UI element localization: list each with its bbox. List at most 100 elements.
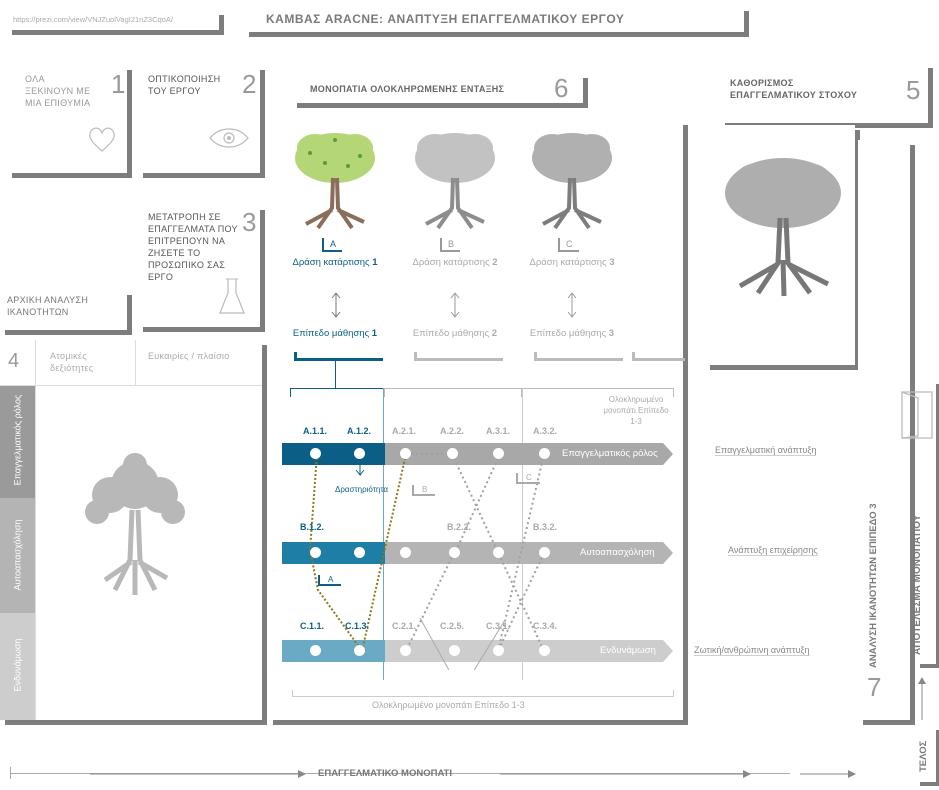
analysis-panel bbox=[858, 140, 910, 720]
node-a31[interactable] bbox=[493, 448, 504, 459]
result-text: ΑΠΟΤΕΛΕΣΜΑ ΜΟΝΟΠΑΤΙΟΥ bbox=[912, 514, 923, 655]
grid-row2-label: Αυτοαπασχόληση bbox=[12, 519, 23, 591]
tag-c-small: C bbox=[516, 473, 540, 484]
double-arrow-icon-b bbox=[450, 292, 460, 318]
integrated-top-label: Ολοκληρωμένο μονοπάτι Επίπεδο 1-3 bbox=[603, 395, 669, 426]
card-analysis-text: ΑΝΑΛΥΣΗ ΙΚΑΝΟΤΗΤΩΝ ΕΠΙΠΕΔΟ 3 bbox=[868, 503, 879, 668]
tree-icon-c bbox=[532, 133, 612, 230]
node-b21[interactable] bbox=[400, 547, 411, 558]
code-b12: B.1.2. bbox=[300, 522, 325, 532]
tree-a-tag[interactable]: A bbox=[322, 238, 343, 252]
node-c11[interactable] bbox=[310, 645, 321, 656]
card-paths-text: ΜΟΝΟΠΑΤΙΑ ΟΛΟΚΛΗΡΩΜΕΝΗΣ ΕΝΤΑΞΗΣ bbox=[310, 84, 505, 94]
double-arrow-icon-a bbox=[331, 292, 341, 318]
grid-row3-label: Ενδυνάμωση bbox=[12, 638, 23, 692]
tag-a-small: A bbox=[318, 575, 342, 586]
node-c34[interactable] bbox=[539, 645, 550, 656]
code-c25: C.2.5. bbox=[440, 621, 465, 631]
node-b31[interactable] bbox=[493, 547, 504, 558]
skills-grid: 4 Ατομικές δεξιότητες Ευκαιρίες / πλαίσι… bbox=[0, 340, 262, 720]
card-desire-num: 1 bbox=[111, 69, 126, 99]
code-a31: A.3.1. bbox=[486, 426, 511, 436]
url-text[interactable]: https://prezi.com/view/VNJZuolVagI21nZ3C… bbox=[13, 15, 173, 24]
node-a32[interactable] bbox=[539, 448, 550, 459]
tree-a-action: Δράση κατάρτισης 1 bbox=[292, 257, 378, 268]
node-a12[interactable] bbox=[354, 448, 365, 459]
tree-icon-grid bbox=[85, 453, 185, 595]
node-b13[interactable] bbox=[354, 547, 365, 558]
code-c31: C.3.1. bbox=[486, 621, 511, 631]
tag-b-small: B bbox=[412, 485, 436, 496]
code-a21: A.2.1. bbox=[392, 426, 417, 436]
card-goal-num: 5 bbox=[906, 75, 921, 105]
grid-row1-label: Επαγγελματικός ρόλος bbox=[12, 394, 23, 486]
card-transform-text: ΜΕΤΑΤΡΟΠΗ ΣΕ ΕΠΑΓΓΕΛΜΑΤΑ ΠΟΥ ΕΠΙΤΡΕΠΟΥΝ … bbox=[148, 212, 238, 282]
node-a22[interactable] bbox=[447, 448, 458, 459]
code-c34: C.3.4. bbox=[533, 621, 558, 631]
integrated-bottom-label: Ολοκληρωμένο μονοπάτι Επίπεδο 1-3 bbox=[372, 700, 525, 710]
grid-col1: Ατομικές δεξιότητες bbox=[50, 351, 94, 373]
outcome-3: Ζωτική/ανθρώπινη ανάπτυξη bbox=[694, 645, 810, 656]
bar-label-row2: Αυτοαπασχόληση bbox=[580, 547, 655, 558]
node-b12[interactable] bbox=[310, 547, 321, 558]
card-paths: ΜΟΝΟΠΑΤΙΑ ΟΛΟΚΛΗΡΩΜΕΝΗΣ ΕΝΤΑΞΗΣ 6 bbox=[292, 73, 583, 103]
url-box[interactable]: https://prezi.com/view/VNJZuolVagI21nZ3C… bbox=[7, 10, 219, 30]
card-visualization-text: ΟΠΤΙΚΟΠΟΙΗΣΗ ΤΟΥ ΕΡΓΟΥ bbox=[148, 74, 221, 96]
end-panel bbox=[916, 726, 936, 782]
card-visualization: ΟΠΤΙΚΟΠΟΙΗΣΗ ΤΟΥ ΕΡΓΟΥ 2 bbox=[138, 65, 260, 173]
code-b22: B.2.2. bbox=[447, 522, 472, 532]
eye-icon bbox=[209, 128, 249, 148]
heart-icon bbox=[89, 127, 115, 152]
node-c21[interactable] bbox=[400, 645, 411, 656]
door-icon bbox=[901, 391, 933, 439]
grid-col2: Ευκαιρίες / πλαίσιο bbox=[148, 351, 230, 361]
bottom-path-label: ΕΠΑΓΓΕΛΜΑΤΙΚΟ ΜΟΝΟΠΑΤΙ bbox=[318, 768, 452, 779]
node-b22[interactable] bbox=[449, 547, 460, 558]
card-initial-analysis-text: ΑΡΧΙΚΗ ΑΝΑΛΥΣΗ ΙΚΑΝΟΤΗΤΩΝ bbox=[7, 295, 89, 317]
tree-b-action: Δράση κατάρτισης 2 bbox=[412, 257, 498, 268]
page-title: ΚΑΜΒΑΣ ARACNE: ΑΝΑΠΤΥΞΗ ΕΠΑΓΓΕΛΜΑΤΙΚΟΥ Ε… bbox=[266, 12, 625, 26]
card-goal: ΚΑΘΟΡΙΣΜΟΣ ΕΠΑΓΓΕΛΜΑΤΙΚΟΥ ΣΤΟΧΟΥ 5 bbox=[720, 63, 928, 123]
code-c11: C.1.1. bbox=[300, 621, 325, 631]
node-b32[interactable] bbox=[539, 547, 550, 558]
card-desire: ΟΛΑ ΞΕΚΙΝΟΥΝ ΜΕ ΜΙΑ ΕΠΙΘΥΜΙΑ 1 bbox=[7, 65, 127, 173]
tree-c-action: Δράση κατάρτισης 3 bbox=[529, 257, 615, 268]
outcome-1: Επαγγελματική ανάπτυξη bbox=[715, 445, 817, 456]
tree-icon-a bbox=[295, 133, 375, 230]
card-goal-text: ΚΑΘΟΡΙΣΜΟΣ ΕΠΑΓΓΕΛΜΑΤΙΚΟΥ ΣΤΟΧΟΥ bbox=[730, 78, 858, 100]
tree-icon-b bbox=[415, 133, 495, 230]
code-a32: A.3.2. bbox=[533, 426, 558, 436]
bar-label-row3: Ενδυνάμωση bbox=[600, 645, 656, 656]
tree-b-tag[interactable]: B bbox=[440, 238, 461, 252]
code-a12: A.1.2. bbox=[347, 426, 372, 436]
code-c13: C.1.3. bbox=[345, 621, 370, 631]
grid-num: 4 bbox=[8, 350, 20, 372]
card-analysis-num: 7 bbox=[867, 672, 882, 702]
outcome-2: Ανάπτυξη επιχείρησης bbox=[728, 545, 818, 556]
node-a21[interactable] bbox=[400, 448, 411, 459]
flask-icon bbox=[219, 278, 245, 314]
tree-b-level: Επίπεδο μάθησης 2 bbox=[412, 328, 498, 339]
tree-a-level: Επίπεδο μάθησης 1 bbox=[292, 328, 378, 339]
end-text: ΤΕΛΟΣ bbox=[918, 740, 929, 772]
bar-label-row1: Επαγγελματικός ρόλος bbox=[562, 448, 658, 459]
code-a22: A.2.2. bbox=[440, 426, 465, 436]
bottom-arrow-icon bbox=[90, 770, 306, 778]
bottom-path: ΕΠΑΓΓΕΛΜΑΤΙΚΟ ΜΟΝΟΠΑΤΙ bbox=[0, 760, 900, 786]
card-initial-analysis: ΑΡΧΙΚΗ ΑΝΑΛΥΣΗ ΙΚΑΝΟΤΗΤΩΝ bbox=[0, 290, 127, 330]
code-c21: C.2.1. bbox=[392, 621, 417, 631]
card-visualization-num: 2 bbox=[242, 69, 257, 99]
double-arrow-icon-c bbox=[567, 292, 577, 318]
up-arrow-icon bbox=[918, 677, 926, 720]
card-paths-num: 6 bbox=[554, 73, 569, 103]
node-c25[interactable] bbox=[449, 645, 460, 656]
node-c13[interactable] bbox=[354, 645, 365, 656]
title-box: ΚΑΜΒΑΣ ARACNE: ΑΝΑΠΤΥΞΗ ΕΠΑΓΓΕΛΜΑΤΙΚΟΥ Ε… bbox=[244, 6, 744, 32]
card-transform-num: 3 bbox=[242, 207, 257, 237]
activity-label: Δραστηριότητα bbox=[335, 485, 389, 494]
tree-c-tag[interactable]: C bbox=[558, 238, 579, 252]
card-desire-text: ΟΛΑ ΞΕΚΙΝΟΥΝ ΜΕ ΜΙΑ ΕΠΙΘΥΜΙΑ bbox=[25, 74, 91, 108]
bottom-arrow-icon-3 bbox=[800, 770, 856, 778]
node-c31[interactable] bbox=[493, 645, 504, 656]
node-a11[interactable] bbox=[310, 448, 321, 459]
